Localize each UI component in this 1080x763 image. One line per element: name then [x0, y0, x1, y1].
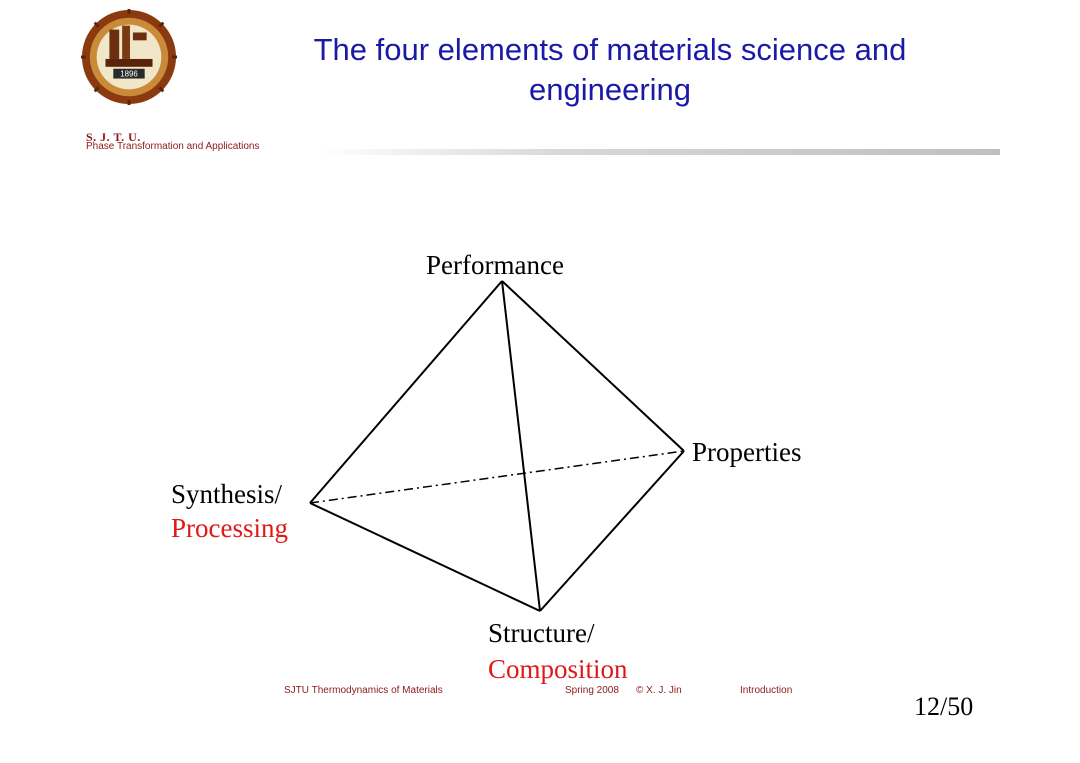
- title-rule: [320, 149, 1000, 155]
- edge-performance-synthesis: [309, 280, 503, 504]
- footer-term: Spring 2008: [565, 685, 619, 696]
- edge-performance-structure: [501, 280, 541, 612]
- slide-title: The four elements of materials science a…: [230, 30, 990, 110]
- node-performance: Performance: [426, 250, 564, 280]
- footer-section: Introduction: [740, 685, 793, 696]
- title-line-1: The four elements of materials science a…: [313, 32, 907, 67]
- footer-course: SJTU Thermodynamics of Materials: [284, 685, 443, 696]
- course-subtitle: Phase Transformation and Applications: [86, 141, 260, 152]
- node-synthesis: Synthesis/: [171, 479, 283, 509]
- edge-properties-structure: [539, 450, 685, 612]
- node-properties: Properties: [692, 437, 801, 467]
- sjtu-seal-icon: 1896: [80, 8, 178, 106]
- node-processing: Processing: [171, 513, 288, 543]
- footer-author: © X. J. Jin: [636, 685, 682, 696]
- node-structure: Structure/: [488, 618, 595, 648]
- edge-synthesis-properties: [309, 450, 685, 504]
- institution-label: S. J. T. U.: [86, 130, 141, 144]
- node-composition: Composition: [488, 654, 628, 684]
- title-line-2: engineering: [528, 72, 692, 107]
- edge-synthesis-structure: [309, 502, 541, 612]
- edge-performance-properties: [501, 280, 685, 452]
- page-number: 12/50: [914, 692, 974, 721]
- svg-text:1896: 1896: [120, 70, 138, 79]
